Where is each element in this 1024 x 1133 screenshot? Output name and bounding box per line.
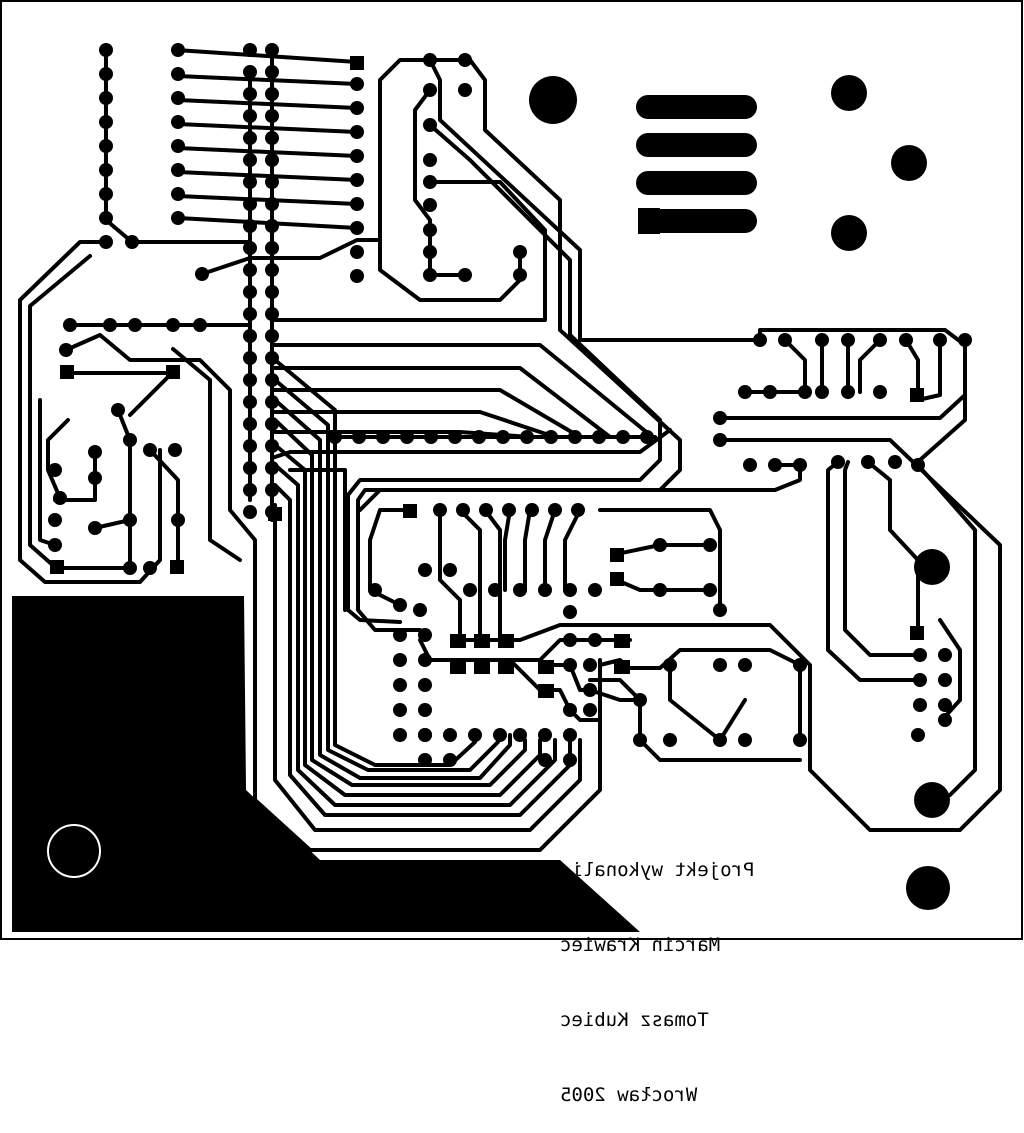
credits-line-1: Projekt wykonali:: [560, 859, 755, 881]
credits-line-4: Wrocław 2005: [560, 1084, 698, 1106]
ground-pour: [12, 596, 640, 932]
mounting-hole: [914, 549, 950, 585]
mounting-hole: [831, 75, 867, 111]
round-pads: [48, 43, 972, 767]
credits-line-2: Marcin Krawiec: [560, 934, 721, 956]
square-pads: [50, 56, 924, 698]
mounting-hole: [906, 866, 950, 910]
pcb-board: [0, 0, 1023, 940]
connector-square-pad: [638, 208, 660, 234]
credits-text: Projekt wykonali: Marcin Krawiec Tomasz …: [560, 808, 830, 1133]
mounting-hole: [891, 145, 927, 181]
mounting-hole: [831, 215, 867, 251]
mounting-hole-ring: [47, 824, 101, 878]
connector-pads: [636, 95, 757, 233]
mounting-hole: [529, 76, 577, 124]
mounting-hole: [914, 782, 950, 818]
credits-line-3: Tomasz Kubiec: [560, 1009, 709, 1031]
